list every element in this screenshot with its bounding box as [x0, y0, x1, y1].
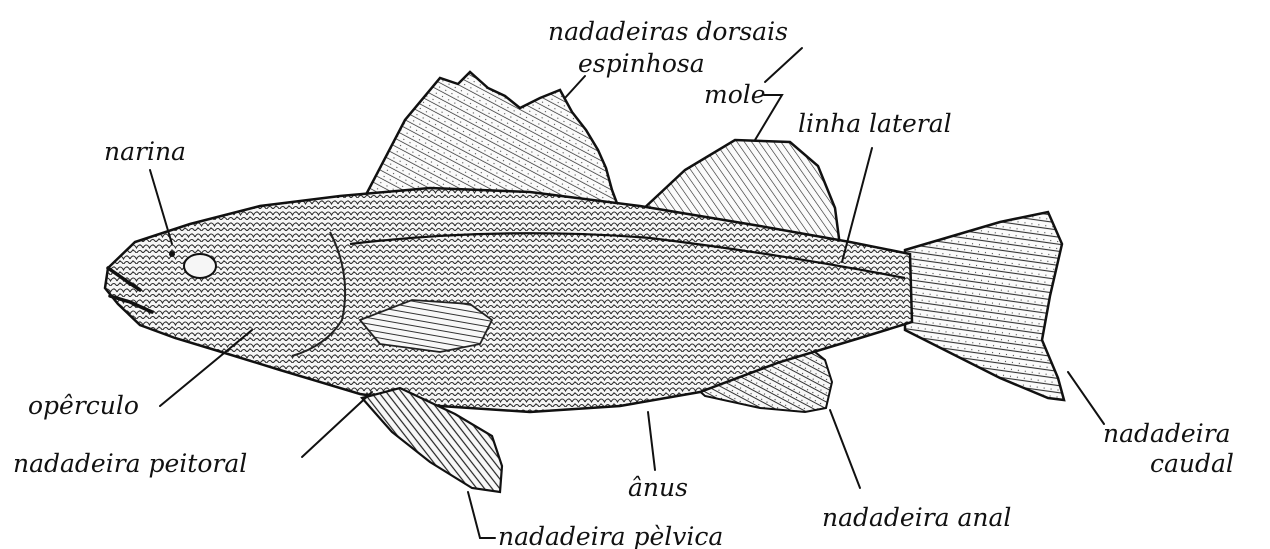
leader-espinhosa [565, 76, 585, 98]
leader-anal [830, 410, 860, 488]
leader-pelvica [468, 492, 495, 538]
label-narina: narina [104, 137, 186, 166]
label-espinhosa: espinhosa [578, 49, 705, 78]
label-nadadeiras-dorsais: nadadeiras dorsais [548, 17, 788, 46]
leader-caudal [1068, 372, 1104, 424]
label-nadadeira-caudal-2: caudal [1150, 449, 1234, 478]
label-nadadeira-pelvica: nadadeira pèlvica [498, 522, 723, 549]
label-operculo: opêrculo [28, 391, 139, 420]
nostril [169, 251, 175, 257]
leader-dorsais-mole [765, 48, 802, 82]
fish-eye [184, 254, 216, 278]
label-nadadeira-anal: nadadeira anal [822, 503, 1011, 532]
label-anus: ânus [628, 473, 688, 502]
label-mole: mole [704, 80, 766, 109]
label-nadadeira-caudal-1: nadadeira [1103, 419, 1231, 448]
leader-anus [648, 412, 655, 470]
label-linha-lateral: linha lateral [798, 109, 952, 138]
caudal-fin [905, 212, 1064, 400]
leader-peitoral [302, 392, 372, 457]
label-nadadeira-peitoral: nadadeira peitoral [13, 449, 247, 478]
